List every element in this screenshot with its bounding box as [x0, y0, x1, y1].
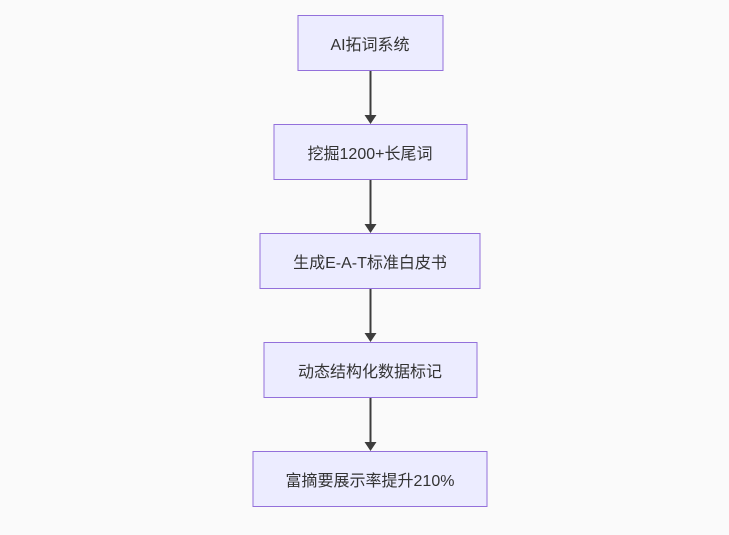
flow-node-eat-whitepaper: 生成E-A-T标准白皮书: [259, 233, 481, 289]
flow-node-rich-snippet-result: 富摘要展示率提升210%: [252, 451, 488, 507]
flow-node-label: 生成E-A-T标准白皮书: [293, 255, 447, 272]
flow-node-label: 富摘要展示率提升210%: [285, 473, 455, 490]
flow-node-ai-keyword-system: AI拓词系统: [297, 15, 443, 71]
flow-arrow-1: [364, 71, 376, 124]
flow-node-structured-data-markup: 动态结构化数据标记: [263, 342, 477, 398]
arrow-line: [369, 71, 371, 115]
flowchart: AI拓词系统 挖掘1200+长尾词 生成E-A-T标准白皮书 动态结构化数据标记: [252, 15, 488, 507]
arrowhead-down-icon: [364, 333, 376, 342]
arrowhead-down-icon: [364, 115, 376, 124]
flow-node-label: 动态结构化数据标记: [297, 364, 442, 381]
flow-node-longtail-mining: 挖掘1200+长尾词: [273, 124, 467, 180]
arrow-line: [369, 289, 371, 333]
arrow-line: [369, 398, 371, 442]
flow-arrow-3: [364, 289, 376, 342]
flow-arrow-2: [364, 180, 376, 233]
arrow-line: [369, 180, 371, 224]
flow-arrow-4: [364, 398, 376, 451]
arrowhead-down-icon: [364, 442, 376, 451]
flow-node-label: 挖掘1200+长尾词: [307, 146, 433, 163]
flow-node-label: AI拓词系统: [330, 37, 410, 54]
arrowhead-down-icon: [364, 224, 376, 233]
